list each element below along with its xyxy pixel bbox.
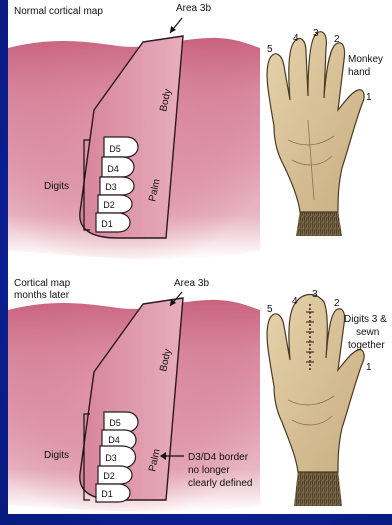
border-note-line1: D3/D4 border	[188, 452, 249, 463]
top-cortex-panel: D5 D4 D3 D2 D1 Digits Palm Body Normal c…	[8, 3, 260, 259]
bottom-hand-fur	[294, 470, 342, 506]
bottom-finger-number-5: 5	[267, 304, 273, 315]
bottom-digit-label-d2: D2	[103, 471, 115, 481]
bottom-title-line1: Cortical map	[14, 278, 71, 289]
cortical-map-diagram: D5 D4 D3 D2 D1 Digits Palm Body Normal c…	[8, 0, 392, 514]
top-digit-label-d4: D4	[107, 164, 119, 174]
bottom-finger-number-4: 4	[292, 296, 298, 307]
bottom-monkey-hand: 5 4 3 2 1 Digits 3 & sewn together	[267, 289, 387, 506]
bottom-hand-label-line2: sewn	[356, 327, 379, 338]
top-digit-label-d3: D3	[105, 182, 117, 192]
bottom-cortex-panel: D5 D4 D3 D2 D1 Digits Palm Body Cortical…	[8, 278, 260, 512]
top-digit-label-d1: D1	[101, 219, 113, 229]
top-finger-number-2: 2	[334, 34, 340, 45]
top-digit-label-d5: D5	[109, 144, 121, 154]
top-digits-label: Digits	[44, 181, 69, 192]
bottom-hand-label-line3: together	[348, 340, 385, 351]
top-finger-number-1: 1	[366, 92, 372, 103]
bottom-digit-label-d5: D5	[109, 418, 121, 428]
bottom-digit-label-d4: D4	[108, 435, 120, 445]
bottom-finger-number-1: 1	[366, 362, 372, 373]
top-area-label: Area 3b	[176, 3, 211, 14]
top-title: Normal cortical map	[14, 6, 103, 17]
top-finger-number-4: 4	[293, 33, 299, 44]
top-hand-label-line1: Monkey	[348, 54, 383, 65]
bottom-digits-label: Digits	[44, 450, 69, 461]
bottom-finger-number-3: 3	[312, 289, 318, 300]
bottom-area-label: Area 3b	[174, 278, 209, 289]
border-note-line2: no longer	[188, 465, 230, 476]
figure-panel: D5 D4 D3 D2 D1 Digits Palm Body Normal c…	[8, 0, 392, 514]
top-monkey-hand: 5 4 3 2 1 Monkey hand	[267, 28, 383, 236]
bottom-digit-label-d3: D3	[105, 453, 117, 463]
bottom-hand-label-line1: Digits 3 &	[344, 314, 387, 325]
top-hand-label-line2: hand	[348, 67, 370, 78]
border-note-line3: clearly defined	[188, 478, 252, 489]
top-digit-label-d2: D2	[103, 200, 115, 210]
top-hand-fur	[296, 210, 342, 236]
bottom-finger-number-2: 2	[334, 298, 340, 309]
top-finger-number-3: 3	[313, 28, 319, 39]
top-finger-number-5: 5	[267, 44, 273, 55]
bottom-digit-label-d1: D1	[101, 489, 113, 499]
bottom-title-line2: months later	[14, 290, 70, 301]
